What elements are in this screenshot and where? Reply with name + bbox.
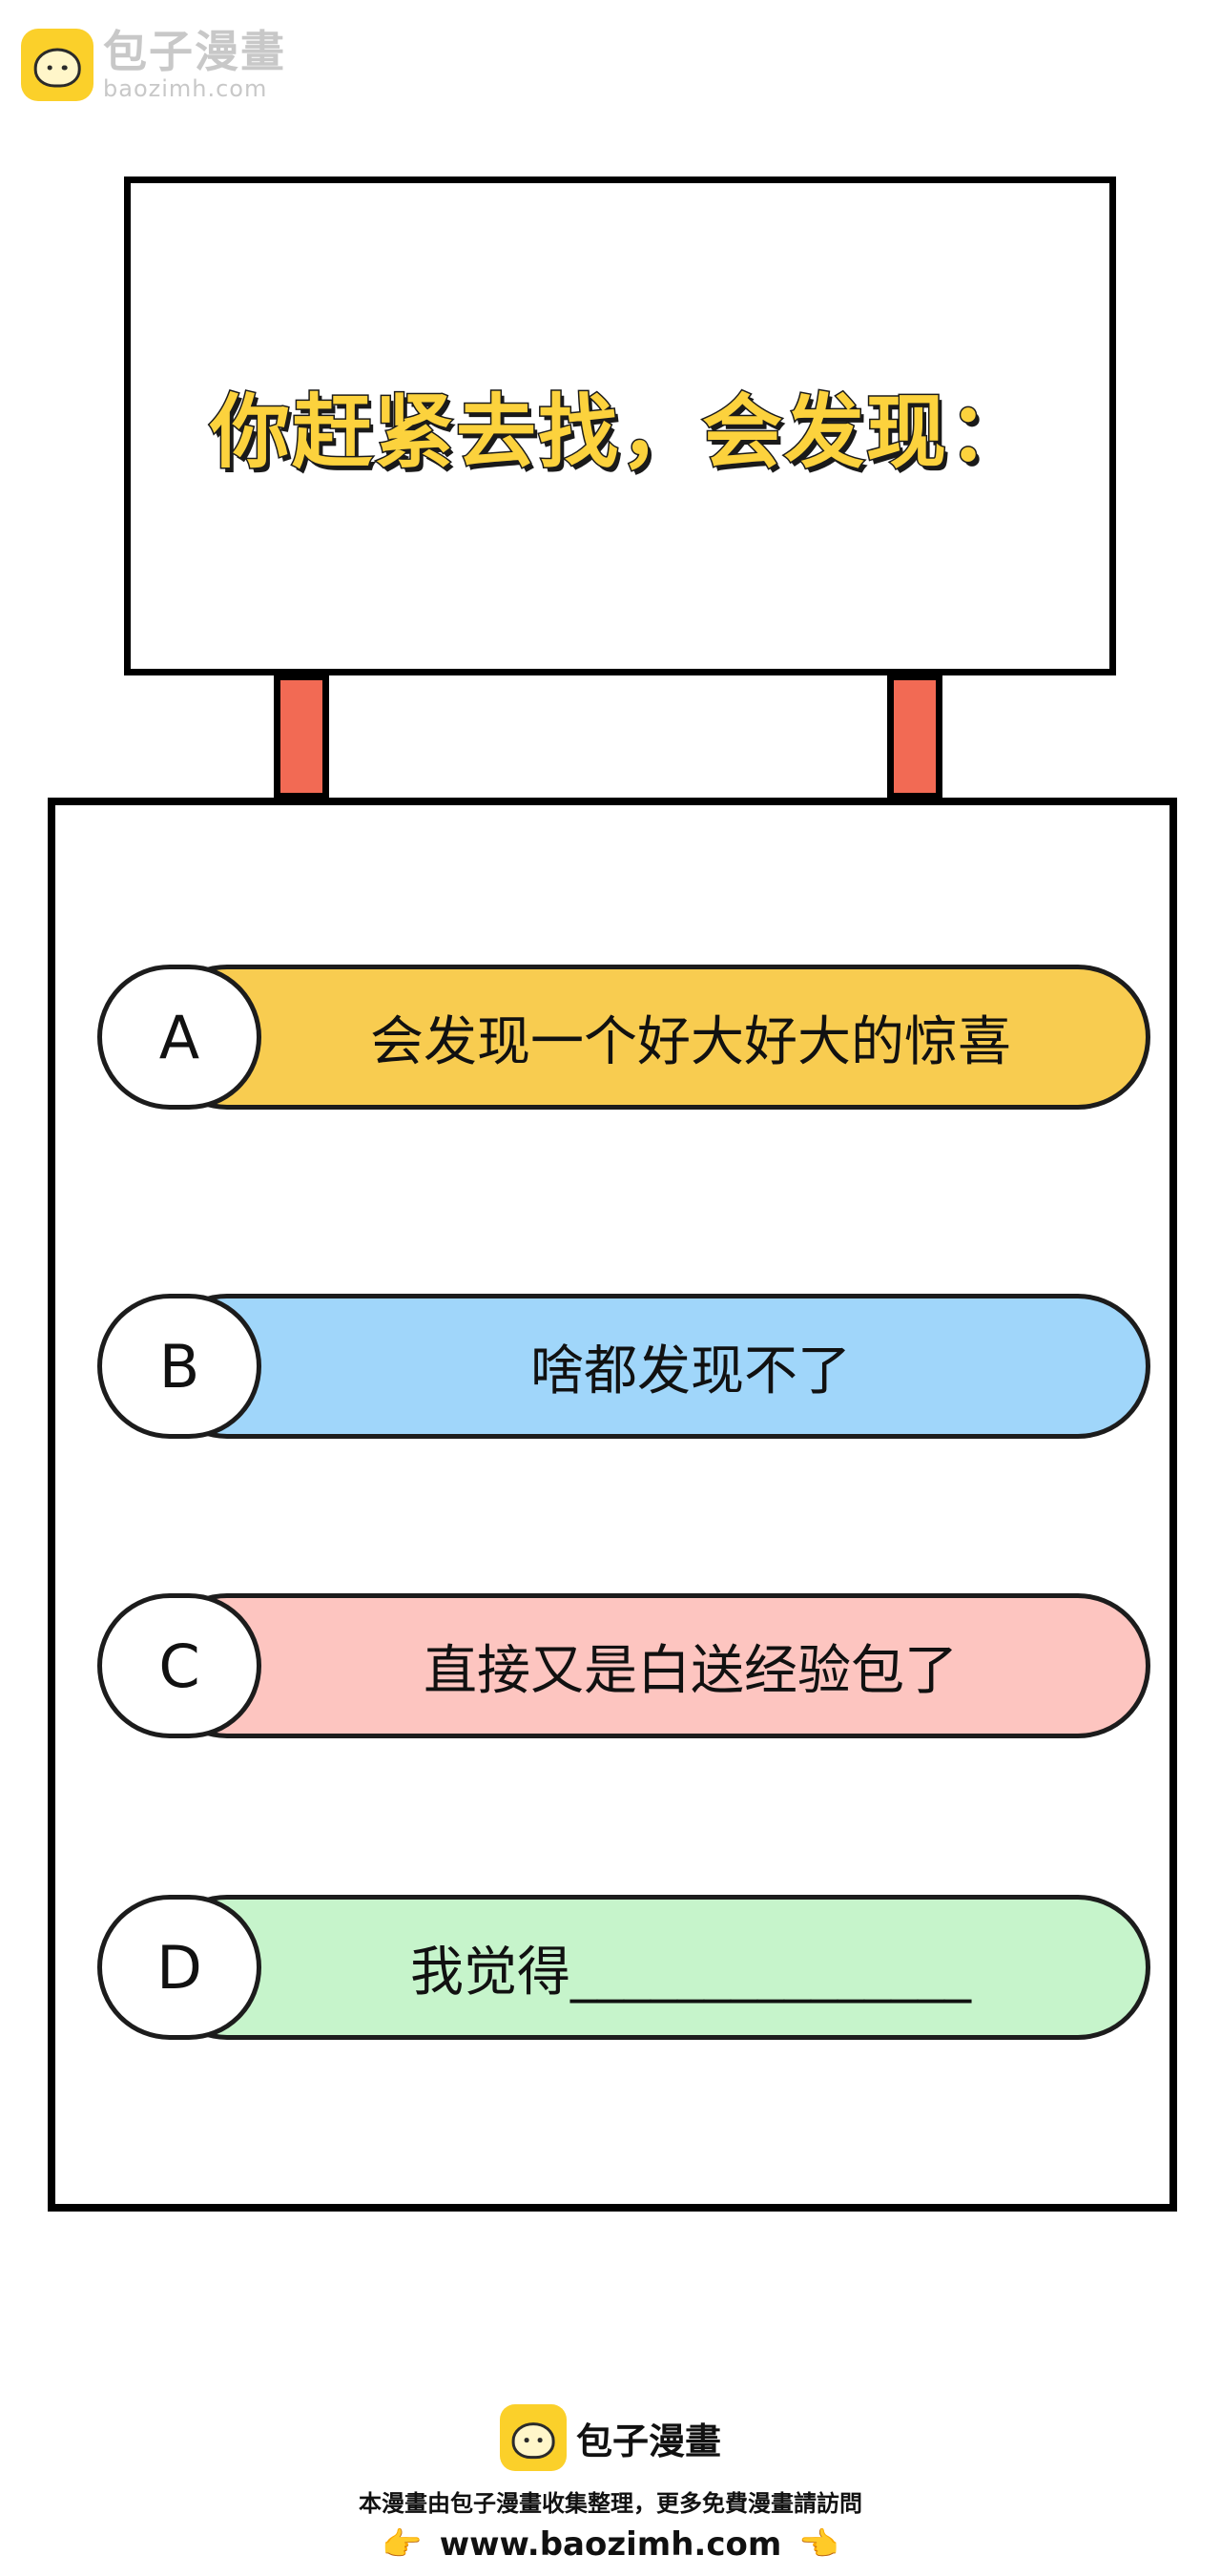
signboard: 你赶紧去找，会发现：	[124, 177, 1116, 675]
option-a[interactable]: 会发现一个好大好大的惊喜 A	[97, 965, 1150, 1110]
option-d[interactable]: 我觉得_______________ D	[97, 1895, 1150, 2040]
bun-logo-icon	[21, 29, 93, 101]
bottom-url-row[interactable]: 👉 www.baozimh.com 👈	[382, 2525, 838, 2564]
pointing-left-hand-icon: 👈	[798, 2525, 839, 2564]
pointing-right-hand-icon: 👉	[382, 2525, 423, 2564]
option-d-bar[interactable]: 我觉得_______________	[155, 1895, 1150, 2040]
top-watermark-text: 包子漫畫 baozimh.com	[103, 30, 286, 100]
option-b-letter[interactable]: B	[97, 1294, 261, 1439]
top-watermark: 包子漫畫 baozimh.com	[21, 29, 286, 101]
bottom-notice: 本漫畫由包子漫畫收集整理，更多免費漫畫請訪問	[359, 2490, 862, 2517]
option-a-bar[interactable]: 会发现一个好大好大的惊喜	[155, 965, 1150, 1110]
sign-post-left	[274, 674, 329, 800]
option-b-bar[interactable]: 啥都发现不了	[155, 1294, 1150, 1439]
option-d-text: 我觉得_______________	[410, 1941, 971, 2004]
option-a-letter[interactable]: A	[97, 965, 261, 1110]
option-d-letter[interactable]: D	[97, 1895, 261, 2040]
top-watermark-name: 包子漫畫	[103, 26, 286, 77]
option-a-text: 会发现一个好大好大的惊喜	[370, 1010, 1011, 1073]
bottom-watermark: 包子漫畫 本漫畫由包子漫畫收集整理，更多免費漫畫請訪問 👉 www.baozim…	[0, 2404, 1221, 2564]
bottom-url-link[interactable]: www.baozimh.com	[439, 2525, 782, 2564]
sign-post-right	[887, 674, 942, 800]
option-b-text: 啥都发现不了	[530, 1340, 851, 1402]
options-panel: 会发现一个好大好大的惊喜 A 啥都发现不了 B 直接又是白送经验包了 C 我觉得…	[48, 798, 1177, 2212]
sign-title: 你赶紧去找，会发现：	[208, 384, 1030, 481]
option-c-bar[interactable]: 直接又是白送经验包了	[155, 1593, 1150, 1738]
option-c-letter[interactable]: C	[97, 1593, 261, 1738]
option-b[interactable]: 啥都发现不了 B	[97, 1294, 1150, 1439]
option-c[interactable]: 直接又是白送经验包了 C	[97, 1593, 1150, 1738]
bottom-brand-name: 包子漫畫	[575, 2420, 721, 2462]
top-watermark-url: baozimh.com	[103, 75, 268, 102]
bun-logo-icon	[499, 2404, 567, 2471]
option-c-text: 直接又是白送经验包了	[424, 1639, 958, 1702]
bottom-brand-row: 包子漫畫	[499, 2404, 721, 2471]
